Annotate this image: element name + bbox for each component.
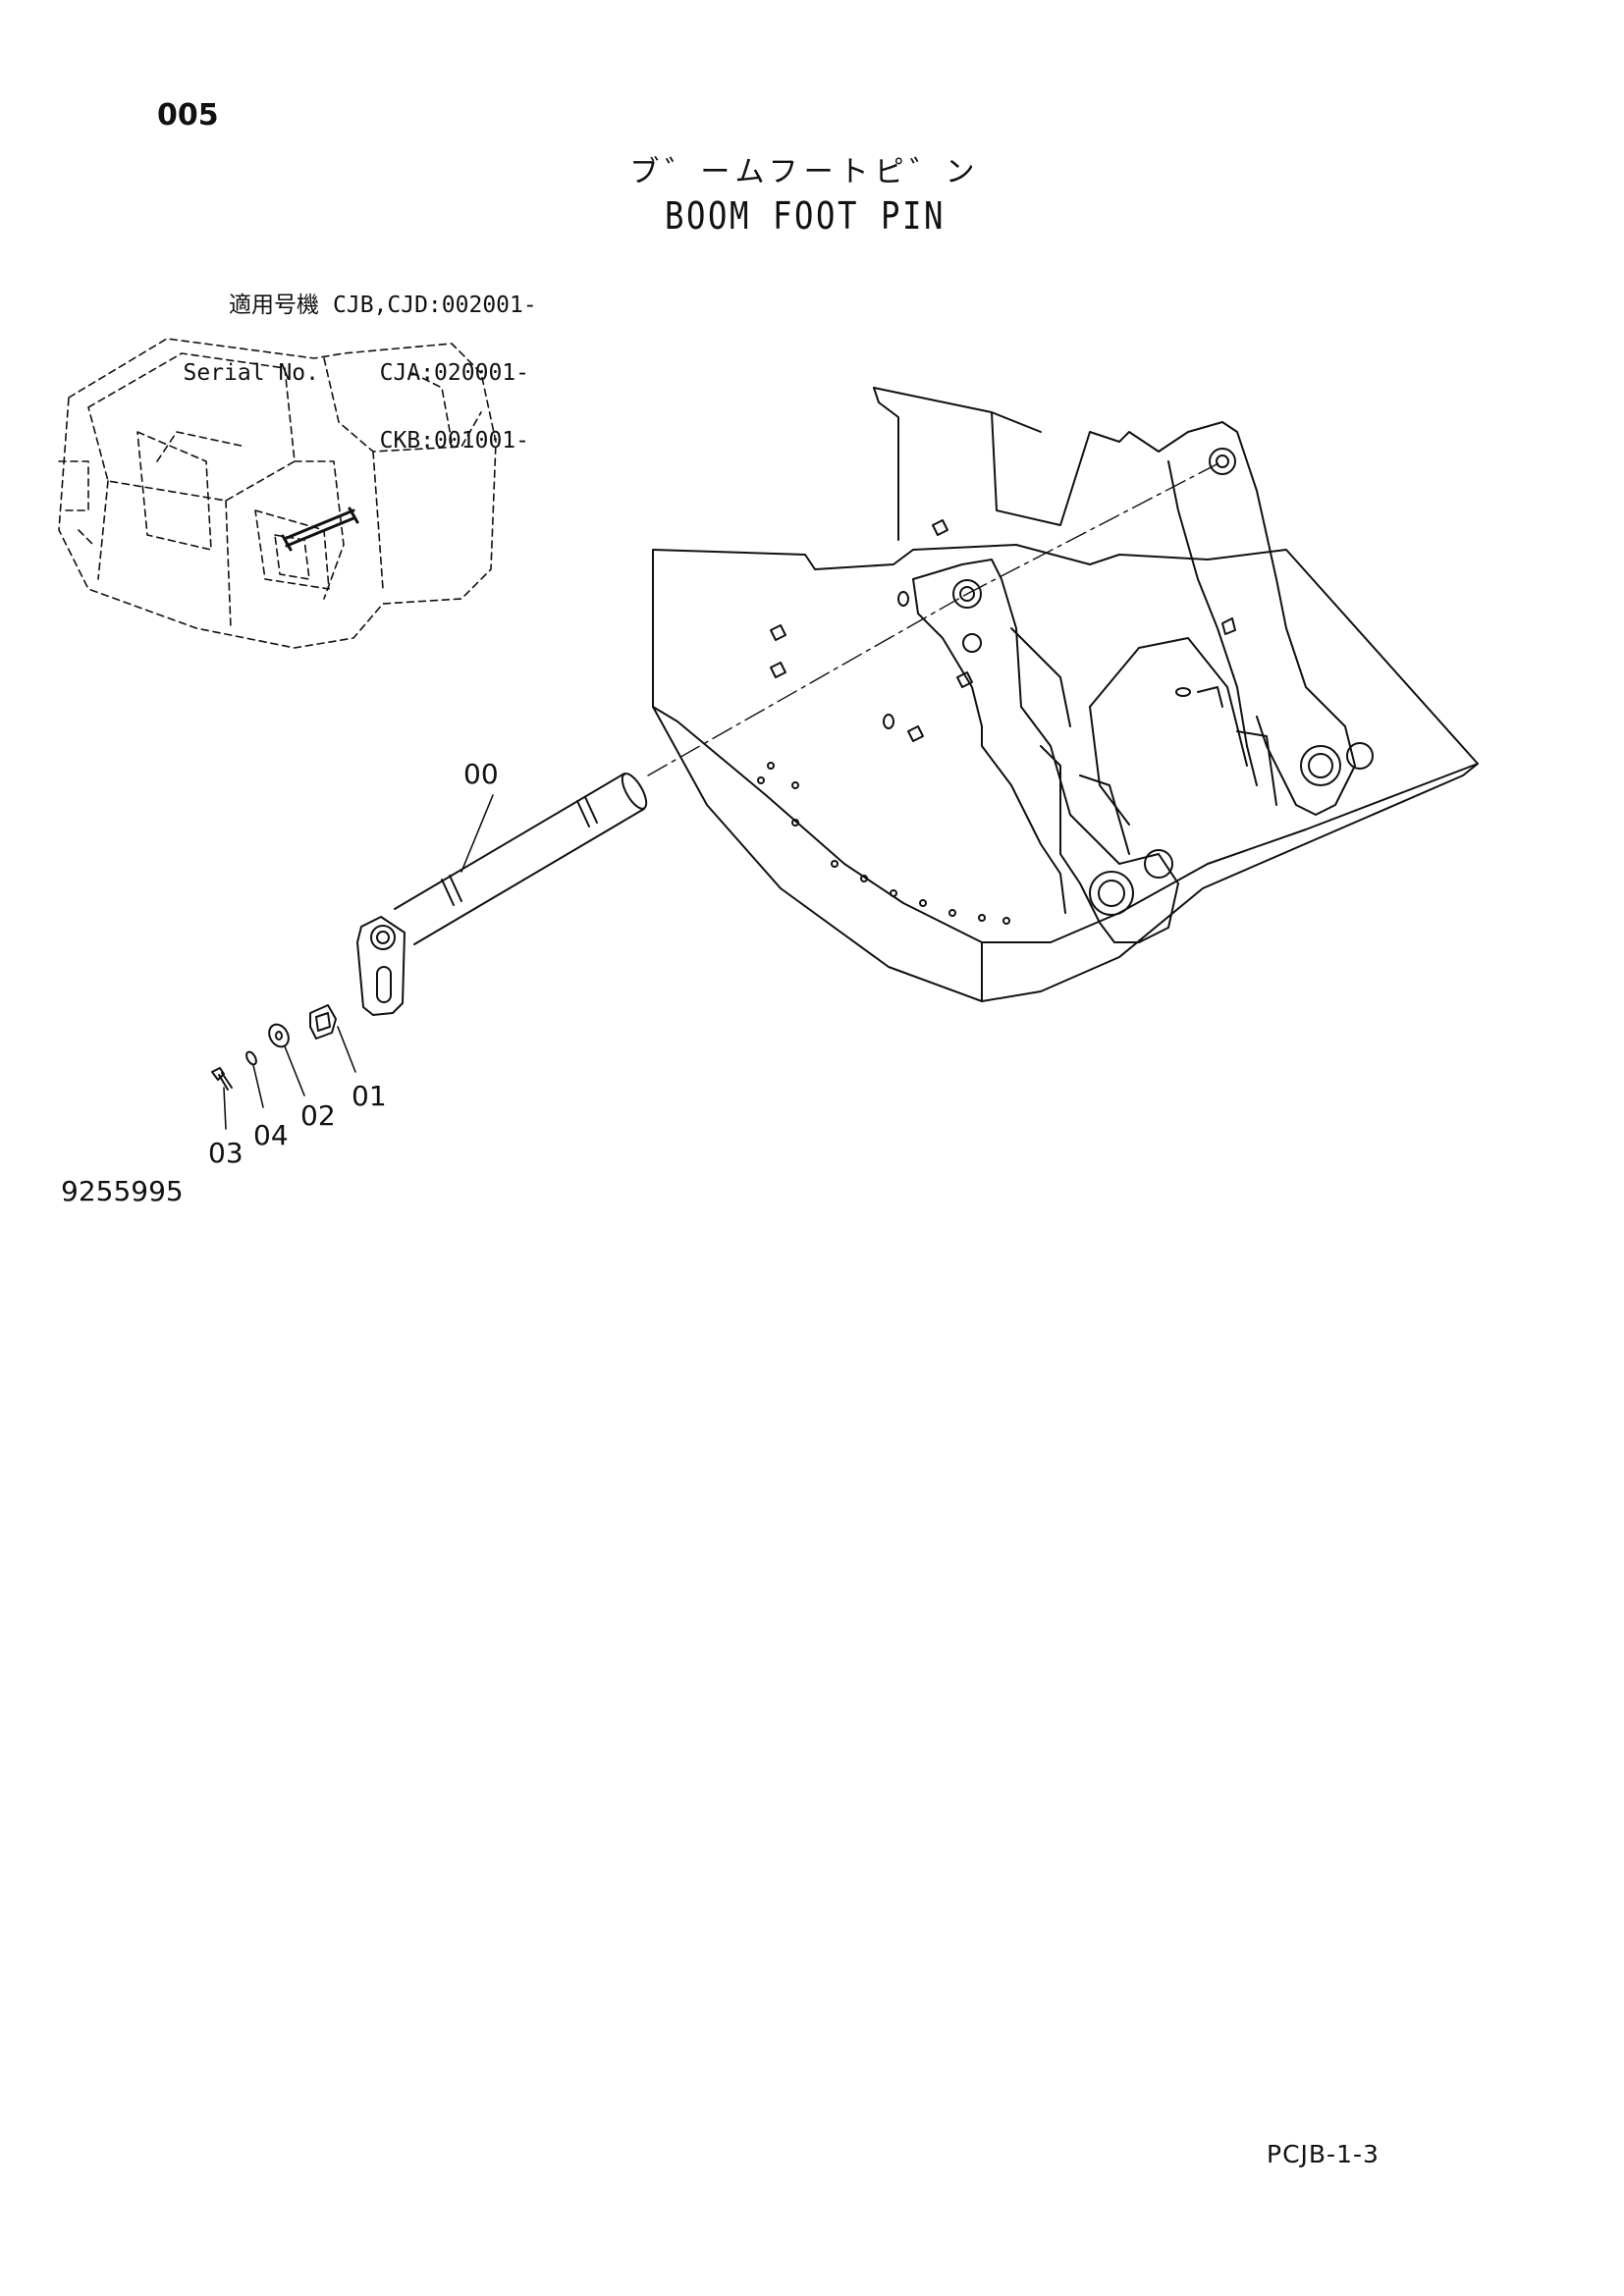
machine-locator-view bbox=[58, 338, 497, 649]
serial-entry: CKB:001001- bbox=[379, 428, 529, 454]
bolt-03 bbox=[211, 1067, 233, 1091]
serial-label-english: Serial No. bbox=[183, 360, 319, 386]
retainer-plate-01 bbox=[309, 1004, 337, 1040]
callout-04: 04 bbox=[253, 1119, 289, 1151]
serial-row-3: CKB:001001- bbox=[147, 430, 529, 453]
serial-entry: CJA:020001- bbox=[379, 360, 529, 386]
callout-02: 02 bbox=[300, 1099, 336, 1132]
serial-row-2: Serial No. CJA:020001- bbox=[147, 362, 529, 385]
callout-00: 00 bbox=[463, 758, 499, 790]
title-japanese: ブ゛ームフートピ゛ン bbox=[629, 155, 981, 189]
assembly-centerline bbox=[647, 460, 1223, 776]
serial-label-japanese: 適用号機 bbox=[229, 293, 319, 318]
page-number: 005 bbox=[157, 98, 219, 133]
serial-row-1: 適用号機 CJB,CJD:002001- bbox=[147, 293, 537, 318]
leader-lines bbox=[223, 794, 494, 1130]
page-reference: PCJB-1-3 bbox=[1267, 2140, 1380, 2168]
callout-01: 01 bbox=[352, 1080, 387, 1112]
lock-washer-04 bbox=[245, 1050, 257, 1066]
locator-pin-highlight bbox=[281, 507, 359, 552]
title-block: ブ゛ームフートピ゛ン BOOM FOOT PIN bbox=[550, 147, 1060, 238]
boom-foot-pin bbox=[356, 773, 648, 1016]
drawing-id: 9255995 bbox=[61, 1175, 184, 1207]
callout-03: 03 bbox=[208, 1137, 244, 1169]
washer-02 bbox=[268, 1023, 290, 1048]
swing-frame bbox=[652, 387, 1479, 1002]
title-english: BOOM FOOT PIN bbox=[665, 194, 946, 238]
serial-number-block: 適用号機 CJB,CJD:002001- Serial No. CJA:0200… bbox=[147, 249, 537, 475]
serial-entry: CJB,CJD:002001- bbox=[333, 293, 537, 318]
